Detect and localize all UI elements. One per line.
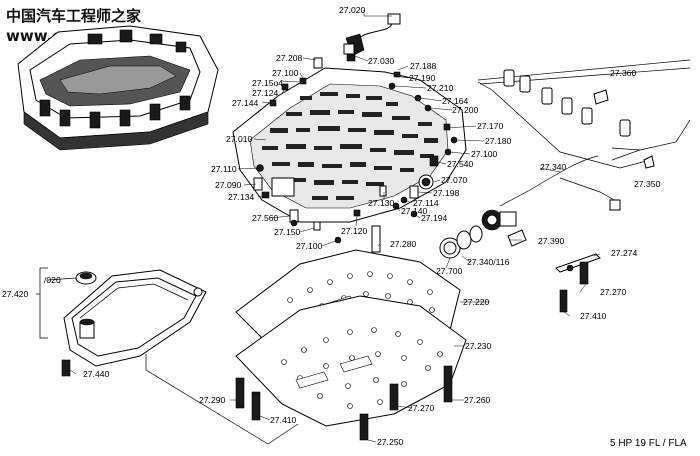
- bolts: [61, 359, 453, 441]
- callout-27-560: 27.560: [252, 213, 279, 223]
- callout-27-208: 27.208: [276, 53, 303, 63]
- callout-27-134: 27.134: [228, 192, 255, 202]
- callout-27-250: 27.250: [377, 437, 404, 447]
- callout-27-270-b: 27.270: [408, 403, 435, 413]
- wiring-harness: [477, 59, 691, 231]
- callout-27-140: 27.140: [401, 206, 428, 216]
- callout-27-130: 27.130: [368, 198, 395, 208]
- callout-27-090: 27.090: [215, 180, 242, 190]
- callout-27-100-c: 27.100: [296, 241, 323, 251]
- seal-rings: [439, 225, 527, 259]
- callout-27-110: 27.110: [211, 164, 237, 174]
- callout-27-010: 27.010: [226, 134, 253, 144]
- bracket: [555, 253, 601, 313]
- callout-27-420: 27.420: [2, 289, 29, 299]
- callout-27-144: 27.144: [232, 98, 259, 108]
- leader-lines: [69, 10, 601, 443]
- callout-27-124: 27.124: [252, 88, 279, 98]
- callout-27-440: 27.440: [83, 369, 110, 379]
- callout-27-210: 27.210: [427, 83, 454, 93]
- callout-27-170: 27.170: [477, 121, 504, 131]
- assembled-valve-body: [17, 25, 219, 151]
- callout-27-150: 27.150: [274, 227, 301, 237]
- callout-27-390: 27.390: [538, 236, 565, 246]
- grouping-lines: [36, 267, 299, 445]
- callout-27-340-116: 27.340/116: [467, 257, 510, 267]
- solenoid-connector: [343, 13, 401, 57]
- callout-27-220: 27.220: [463, 297, 490, 307]
- callout-27-100-a: 27.100: [272, 68, 299, 78]
- callout-27-194: 27.194: [421, 213, 448, 223]
- callout-27-260: 27.260: [464, 395, 491, 405]
- callout-27-198: 27.198: [433, 188, 460, 198]
- oil-filter: [63, 269, 207, 367]
- valve-body-plate-upper: [232, 67, 467, 223]
- callout-27-700: 27.700: [436, 266, 463, 276]
- callout-27-180: 27.180: [485, 136, 512, 146]
- callout-27-030: 27.030: [368, 56, 395, 66]
- callout-27-410-a: 27.410: [580, 311, 607, 321]
- callout-020: /020: [44, 275, 61, 285]
- callout-27-230: 27.230: [465, 341, 492, 351]
- callout-27-114: 27.114: [413, 198, 439, 208]
- callout-27-188: 27.188: [410, 61, 437, 71]
- callout-27-120: 27.120: [341, 226, 368, 236]
- callout-27-190: 27.190: [409, 73, 436, 83]
- callout-27-070: 27.070: [441, 175, 468, 185]
- callout-27-410-b: 27.410: [270, 415, 297, 425]
- callout-27-200: 27.200: [452, 105, 479, 115]
- callout-27-340: 27.340: [540, 162, 567, 172]
- callout-27-290: 27.290: [199, 395, 226, 405]
- model-caption: 5 HP 19 FL / FLA: [610, 438, 687, 449]
- callout-27-360: 27.360: [610, 68, 637, 78]
- callout-labels: 27.020 27.208 27.030 27.188 27.100 27.19…: [2, 5, 661, 447]
- callout-27-274: 27.274: [611, 248, 638, 258]
- callout-27-15o4: 27.15o4: [252, 78, 283, 88]
- callout-27-270-a: 27.270: [600, 287, 627, 297]
- callout-27-100-b: 27.100: [471, 149, 498, 159]
- callout-27-350: 27.350: [634, 179, 661, 189]
- callout-27-280: 27.280: [390, 239, 417, 249]
- callout-27-164: 27.164: [442, 96, 469, 106]
- callout-27-540: 27.540: [447, 159, 474, 169]
- watermark-title: 中国汽车工程师之家: [6, 7, 141, 25]
- separator-plate-230: [235, 295, 467, 427]
- callout-27-020: 27.020: [339, 5, 366, 15]
